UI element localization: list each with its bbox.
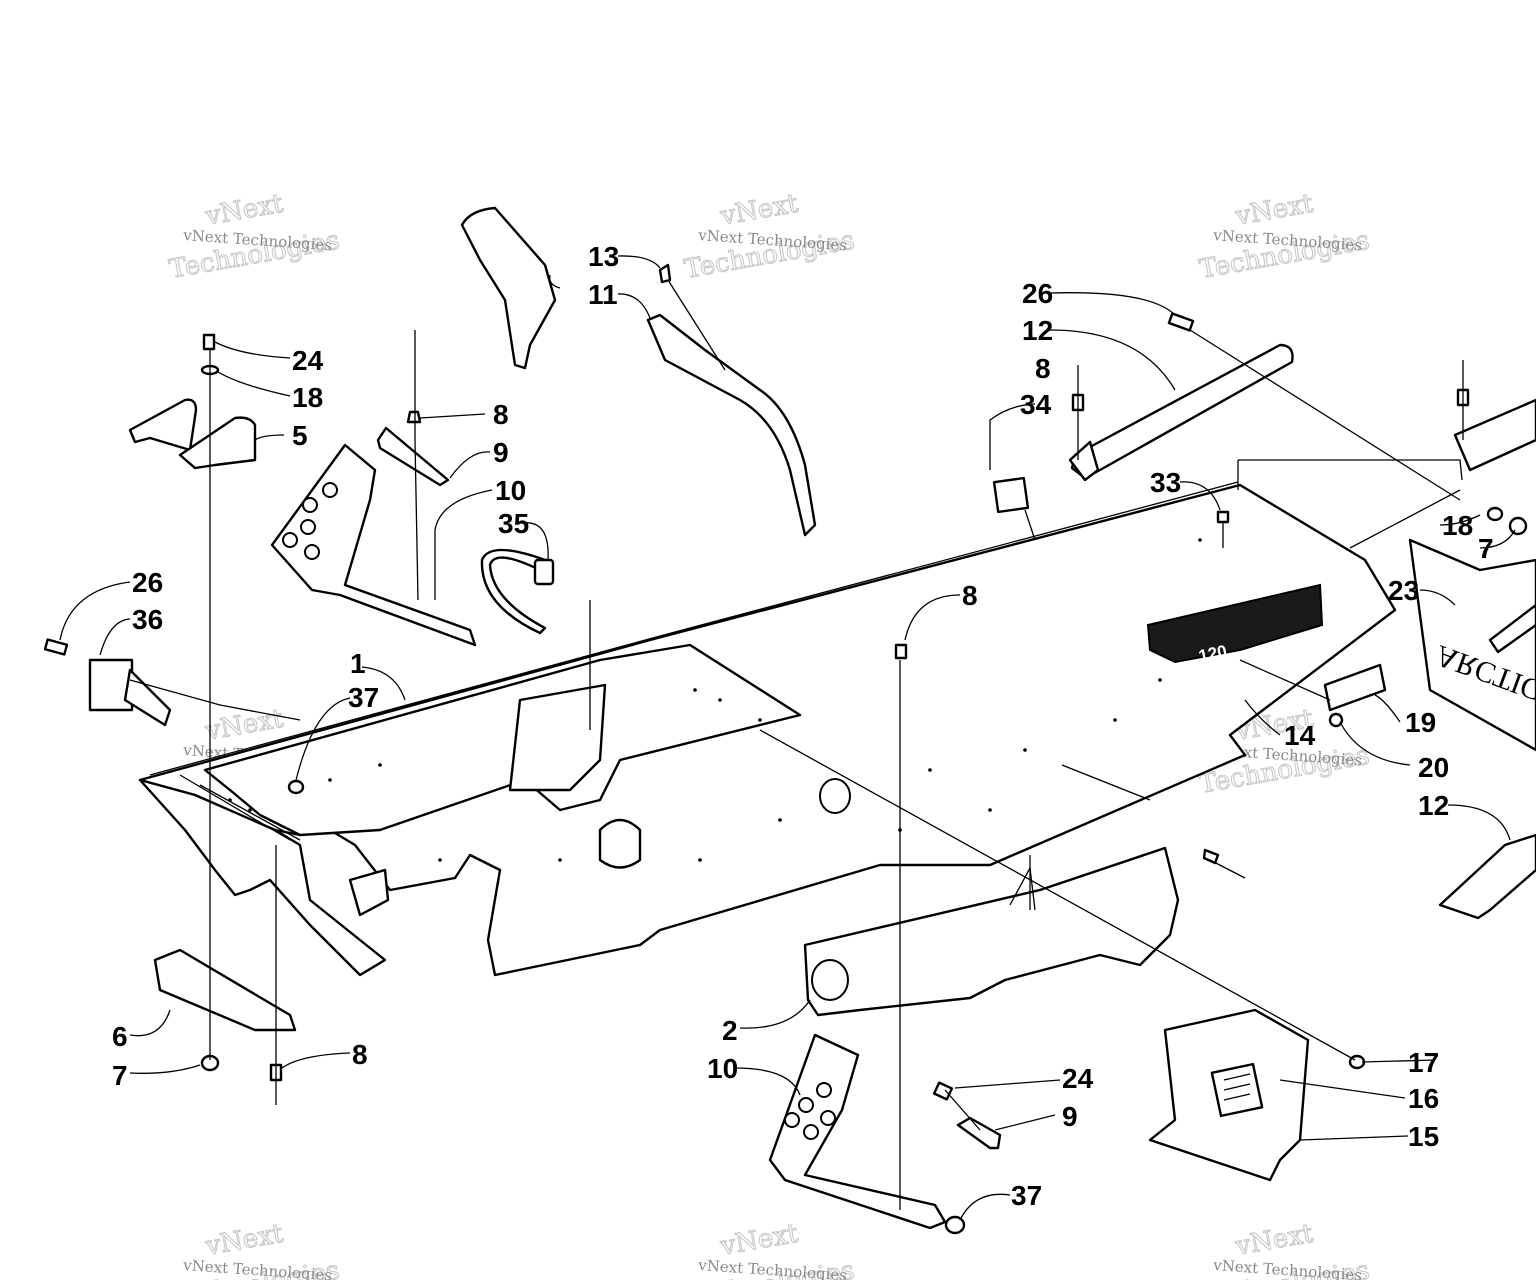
callout-1: 1 xyxy=(350,648,366,679)
callout-17: 17 xyxy=(1408,1047,1439,1078)
watermark-big-line1: vNext xyxy=(717,189,800,232)
part-rear-hitch xyxy=(1453,398,1536,472)
part-bracket-bar-upper xyxy=(376,426,450,487)
part-rear-cover xyxy=(1148,1008,1310,1182)
callout-26: 26 xyxy=(132,567,163,598)
callout-33: 33 xyxy=(1150,467,1181,498)
parts: 120 ARCTIC CAT xyxy=(43,206,1536,1235)
callout-8: 8 xyxy=(962,580,978,611)
callout-37: 37 xyxy=(1011,1180,1042,1211)
rivet-37a xyxy=(287,779,305,795)
callout-7: 7 xyxy=(1478,533,1494,564)
part-bracket-bar-lower xyxy=(956,1116,1002,1150)
callout-9: 9 xyxy=(1062,1101,1078,1132)
part-damper-block xyxy=(88,658,172,727)
part-side-plate-lower xyxy=(768,1033,947,1230)
part-mount-plates xyxy=(128,398,257,470)
watermark-big-line1: vNext xyxy=(202,189,285,232)
part-bumper-lower xyxy=(1438,833,1536,920)
callout-2: 2 xyxy=(722,1015,738,1046)
callout-8: 8 xyxy=(352,1039,368,1070)
part-decal: 120 xyxy=(1146,583,1324,666)
rivet-37b xyxy=(944,1215,966,1235)
part-tunnel-frame xyxy=(138,481,1397,977)
callout-7: 7 xyxy=(112,1060,128,1091)
callout-18: 18 xyxy=(292,382,323,413)
callout-5: 5 xyxy=(292,420,308,451)
callout-labels: 13 11 24 18 5 8 9 10 35 26 36 1 37 26 12… xyxy=(112,241,1494,1211)
grommet-20 xyxy=(1328,712,1344,728)
rivet-33 xyxy=(1216,510,1230,524)
rivet-13 xyxy=(658,263,672,284)
part-pad xyxy=(992,476,1030,514)
part-handle xyxy=(460,206,817,537)
rivet-8c xyxy=(894,643,908,660)
part-hose-fitting xyxy=(533,558,555,586)
callout-18: 18 xyxy=(1442,510,1473,541)
watermark-big-line1: vNext xyxy=(1232,1219,1315,1262)
leader-lines xyxy=(59,255,1516,1221)
callout-34: 34 xyxy=(1020,389,1052,420)
callout-36: 36 xyxy=(132,604,163,635)
washer-18b xyxy=(1486,506,1504,522)
callout-12: 12 xyxy=(1022,315,1053,346)
callout-23: 23 xyxy=(1388,575,1419,606)
callout-12: 12 xyxy=(1418,790,1449,821)
part-rear-flap: ARCTIC CAT xyxy=(1408,538,1536,752)
callout-11: 11 xyxy=(588,279,618,310)
callout-19: 19 xyxy=(1405,707,1436,738)
callout-6: 6 xyxy=(112,1021,128,1052)
callout-37: 37 xyxy=(348,682,379,713)
warning-label xyxy=(1210,1062,1264,1118)
callout-10: 10 xyxy=(495,475,526,506)
part-bumper-upper xyxy=(1068,343,1294,482)
bolt-26b xyxy=(1167,312,1195,332)
rivet-8a xyxy=(406,410,422,424)
bolt-24a xyxy=(202,333,216,351)
bolt-26a xyxy=(43,638,69,656)
nut-7b xyxy=(1508,516,1528,536)
part-side-plate-upper xyxy=(270,443,477,647)
callout-20: 20 xyxy=(1418,752,1449,783)
bolt-24b xyxy=(932,1081,954,1101)
callout-16: 16 xyxy=(1408,1083,1439,1114)
callout-9: 9 xyxy=(493,437,509,468)
callout-13: 13 xyxy=(588,241,619,272)
callout-15: 15 xyxy=(1408,1121,1439,1152)
callout-35: 35 xyxy=(498,508,529,539)
watermark-big-line1: vNext xyxy=(202,1219,285,1262)
watermark-big-line1: vNext xyxy=(717,1219,800,1262)
part-lower-bracket xyxy=(153,948,297,1032)
part-hose xyxy=(480,548,547,635)
frame-rivet-holes xyxy=(228,538,1202,862)
callout-8: 8 xyxy=(493,399,509,430)
callout-26: 26 xyxy=(1022,278,1053,309)
callout-24: 24 xyxy=(292,345,324,376)
assembly-lines xyxy=(129,279,1464,1210)
callout-8: 8 xyxy=(1035,353,1051,384)
callout-24: 24 xyxy=(1062,1063,1094,1094)
part-chassis-bracket xyxy=(803,846,1180,1017)
part-reflector xyxy=(1323,663,1387,712)
callout-14: 14 xyxy=(1284,720,1316,751)
callout-10: 10 xyxy=(707,1053,738,1084)
watermark-big-line1: vNext xyxy=(1232,189,1315,232)
fasteners xyxy=(43,263,1528,1235)
